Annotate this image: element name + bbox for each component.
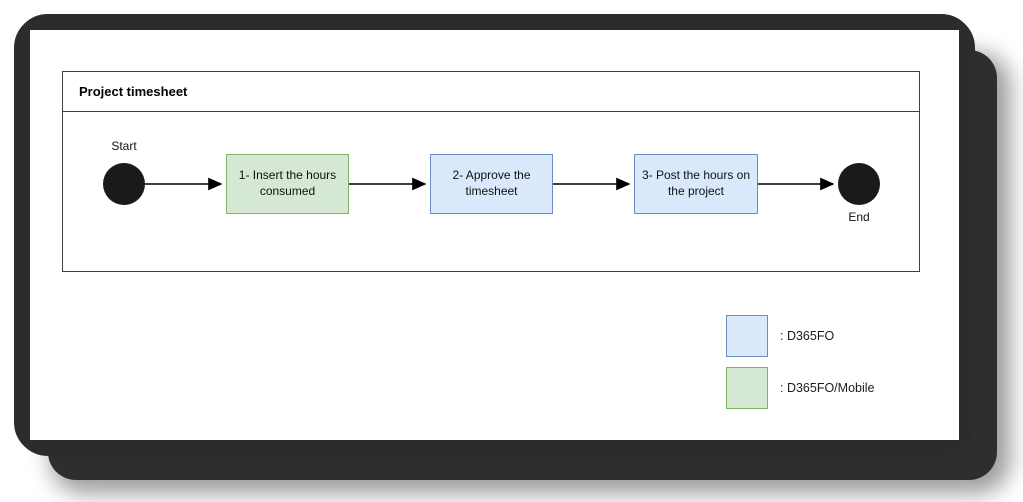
process-node-post-hours: 3- Post the hours on the project xyxy=(634,154,758,214)
legend: : D365FO : D365FO/Mobile xyxy=(726,315,874,409)
pool-title: Project timesheet xyxy=(63,72,919,112)
legend-item-d365fo-mobile: : D365FO/Mobile xyxy=(726,367,874,409)
diagram-canvas: Project timesheet Start xyxy=(30,30,959,440)
legend-label-d365fo: : D365FO xyxy=(780,329,835,343)
process-node-approve-timesheet: 2- Approve the timesheet xyxy=(430,154,553,214)
start-node-label: Start xyxy=(111,139,137,153)
legend-label-d365fo-mobile: : D365FO/Mobile xyxy=(780,381,875,395)
end-node-label: End xyxy=(848,210,870,224)
pool-project-timesheet: Project timesheet Start xyxy=(62,71,920,272)
start-event-node xyxy=(103,163,145,205)
legend-item-d365fo: : D365FO xyxy=(726,315,874,357)
flow-arrows xyxy=(145,177,835,191)
end-event-node xyxy=(838,163,880,205)
process-node-insert-hours: 1- Insert the hours consumed xyxy=(226,154,349,214)
legend-swatch-d365fo-mobile xyxy=(726,367,768,409)
framed-screenshot-card: Project timesheet Start xyxy=(14,14,975,456)
pool-body: Start 1- Insert the hours consumed 2- Ap… xyxy=(63,112,919,271)
legend-swatch-d365fo xyxy=(726,315,768,357)
